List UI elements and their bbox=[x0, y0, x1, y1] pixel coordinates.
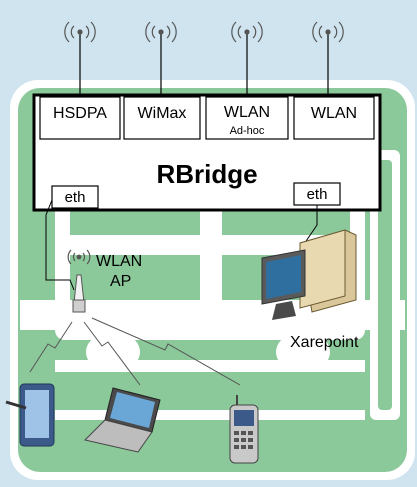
tablet-icon bbox=[5, 383, 55, 447]
computer-icon bbox=[261, 229, 357, 320]
antenna-icon bbox=[312, 21, 344, 96]
eth-port-left: eth bbox=[51, 185, 99, 209]
eth-label: eth bbox=[307, 186, 328, 203]
wireless-link-icon bbox=[29, 317, 241, 386]
cable-eth-to-ap bbox=[45, 199, 75, 291]
module-label: WLAN bbox=[311, 105, 357, 122]
rbridge-title: RBridge bbox=[156, 159, 257, 189]
module-sublabel: Ad-hoc bbox=[230, 125, 265, 137]
module-label: HSDPA bbox=[53, 105, 107, 122]
module-wlan-adhoc: WLAN Ad-hoc bbox=[205, 96, 289, 140]
module-hsdpa: HSDPA bbox=[39, 96, 121, 140]
module-label: WiMax bbox=[138, 105, 187, 122]
phone-icon bbox=[229, 395, 259, 464]
wlan-ap-label-line1: WLAN bbox=[96, 253, 142, 270]
wifi-ap-icon bbox=[67, 249, 91, 313]
module-wlan: WLAN bbox=[293, 96, 375, 140]
module-label: WLAN bbox=[224, 104, 270, 121]
antenna-icon bbox=[64, 21, 96, 96]
antenna-icon bbox=[145, 21, 177, 96]
eth-label: eth bbox=[65, 189, 86, 206]
antenna-icon bbox=[231, 21, 263, 96]
laptop-icon bbox=[84, 387, 161, 453]
xarepoint-label: Xarepoint bbox=[290, 334, 359, 351]
module-wimax: WiMax bbox=[123, 96, 201, 140]
wlan-ap-label-line2: AP bbox=[110, 273, 131, 290]
eth-port-right: eth bbox=[293, 182, 341, 206]
